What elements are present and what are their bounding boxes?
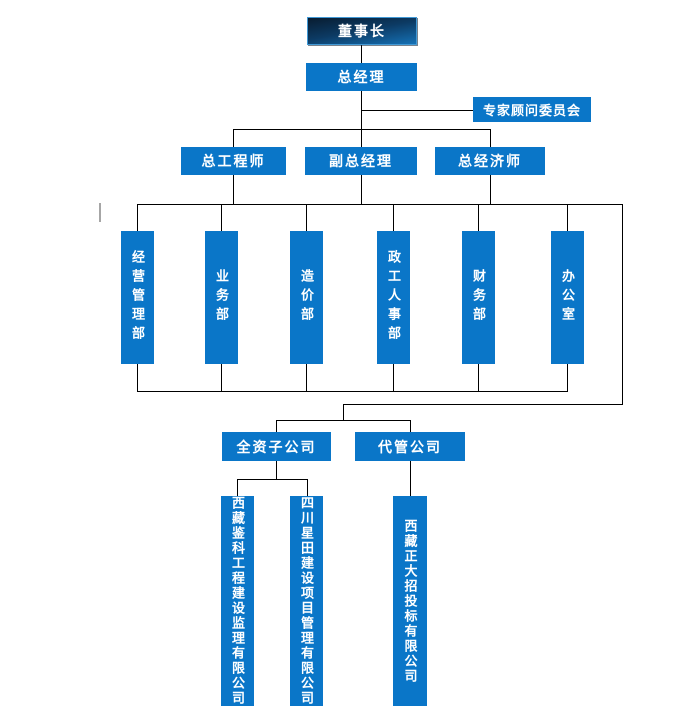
connector-line xyxy=(361,175,362,204)
connector-line xyxy=(490,129,491,147)
node-deputy-general-manager: 副总经理 xyxy=(305,147,417,175)
node-dept-operations-management: 经营管理部 xyxy=(121,231,154,364)
connector-line xyxy=(306,364,307,391)
connector-line xyxy=(343,404,623,405)
connector-line xyxy=(361,45,362,63)
node-dept-operations-management-label: 经营管理部 xyxy=(130,250,145,345)
connector-line xyxy=(393,364,394,391)
connector-line xyxy=(410,420,411,432)
node-dept-political-personnel: 政工人事部 xyxy=(377,231,410,364)
connector-line xyxy=(137,204,138,231)
connector-line xyxy=(221,204,222,231)
node-chief-economist: 总经济师 xyxy=(435,147,545,175)
connector-line xyxy=(306,204,307,231)
node-subsidiary-tibet-zhengda-label: 西藏正大招投标有限公司 xyxy=(402,518,418,684)
node-dept-cost-estimation-label: 造价部 xyxy=(299,269,314,326)
node-expert-committee-label: 专家顾问委员会 xyxy=(482,103,581,118)
node-dept-finance-label: 财务部 xyxy=(471,269,486,326)
node-subsidiary-sichuan-xingtian-label: 四川星田建设项目管理有限公司 xyxy=(299,496,314,706)
node-chairman: 董事长 xyxy=(307,17,417,45)
connector-line xyxy=(361,91,362,147)
node-dept-business-label: 业务部 xyxy=(214,269,229,326)
node-chairman-label: 董事长 xyxy=(338,23,386,39)
node-wholly-owned-group: 全资子公司 xyxy=(222,432,331,461)
connector-line xyxy=(233,129,234,147)
connector-line xyxy=(361,110,473,111)
node-subsidiary-tibet-jianke: 西藏鉴科工程建设监理有限公司 xyxy=(221,496,254,706)
node-subsidiary-tibet-jianke-label: 西藏鉴科工程建设监理有限公司 xyxy=(230,496,245,706)
connector-line xyxy=(137,204,623,205)
node-subsidiary-sichuan-xingtian: 四川星田建设项目管理有限公司 xyxy=(290,496,323,706)
node-dept-office-label: 办公室 xyxy=(560,269,575,326)
connector-line xyxy=(221,364,222,391)
connector-line xyxy=(622,204,623,405)
node-expert-committee: 专家顾问委员会 xyxy=(473,97,591,122)
node-general-manager-label: 总经理 xyxy=(337,69,386,85)
node-chief-engineer-label: 总工程师 xyxy=(201,153,266,169)
node-dept-business: 业务部 xyxy=(205,231,238,364)
connector-line xyxy=(237,479,238,496)
node-subsidiary-tibet-zhengda: 西藏正大招投标有限公司 xyxy=(393,496,427,706)
connector-line xyxy=(307,479,308,496)
connector-line xyxy=(276,461,277,479)
connector-line xyxy=(137,391,568,392)
node-dept-finance: 财务部 xyxy=(462,231,495,364)
node-managed-group: 代管公司 xyxy=(355,432,465,461)
node-dept-office: 办公室 xyxy=(551,231,584,364)
connector-line xyxy=(276,420,277,432)
connector-line xyxy=(393,204,394,231)
node-dept-political-personnel-label: 政工人事部 xyxy=(386,250,401,345)
connector-line xyxy=(276,420,411,421)
connector-line xyxy=(478,364,479,391)
connector-line xyxy=(478,204,479,231)
node-deputy-general-manager-label: 副总经理 xyxy=(329,153,393,169)
node-managed-group-label: 代管公司 xyxy=(378,438,442,455)
node-chief-engineer: 总工程师 xyxy=(181,147,286,175)
connector-line xyxy=(567,364,568,391)
connector-line xyxy=(343,404,344,420)
connector-line xyxy=(233,175,234,204)
connector-line xyxy=(233,129,491,130)
connector-line xyxy=(137,364,138,391)
node-dept-cost-estimation: 造价部 xyxy=(290,231,323,364)
node-wholly-owned-group-label: 全资子公司 xyxy=(236,438,317,455)
connector-line xyxy=(567,204,568,231)
connector-line xyxy=(410,461,411,496)
connector-line xyxy=(490,175,491,204)
stray-tick-mark xyxy=(99,203,101,222)
connector-line xyxy=(237,479,308,480)
node-chief-economist-label: 总经济师 xyxy=(458,153,522,169)
node-general-manager: 总经理 xyxy=(306,63,417,91)
